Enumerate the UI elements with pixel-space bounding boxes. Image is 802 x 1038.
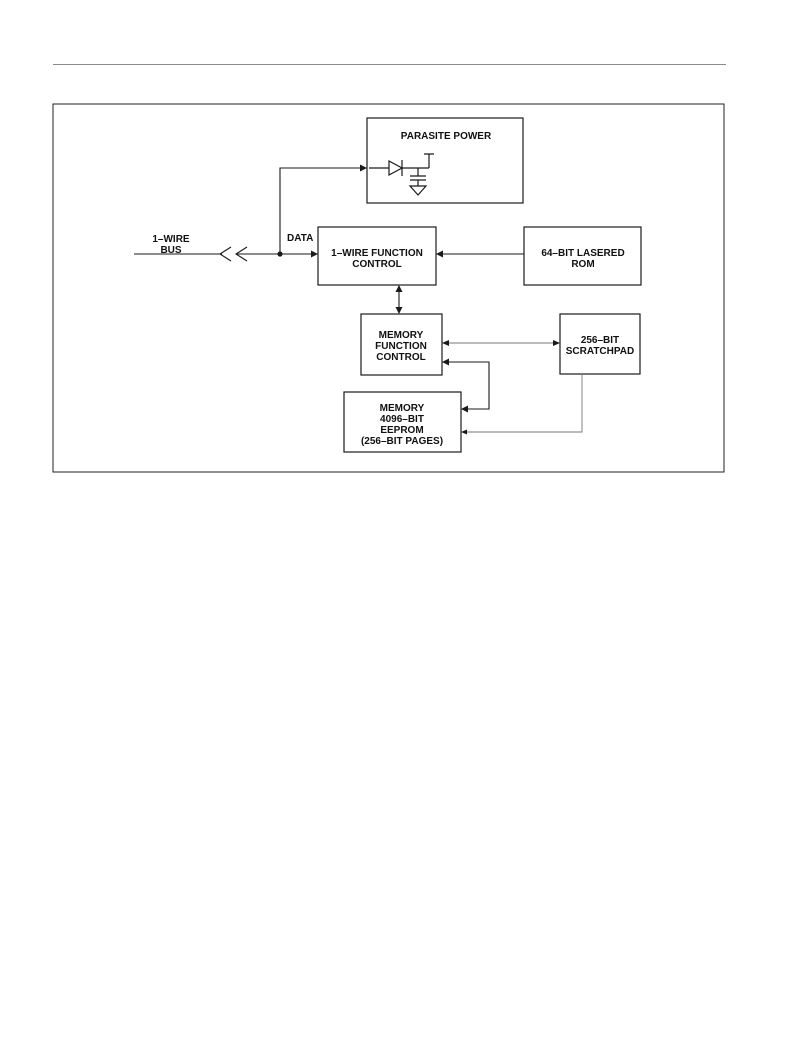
eeprom-block	[343, 391, 462, 453]
scratchpad-label-line2: SCRATCHPAD	[566, 346, 635, 357]
parasite-power-label: PARASITE POWER	[401, 131, 492, 142]
arrow-right-scratchpad	[553, 340, 560, 346]
eeprom-label-line4: (256–BIT PAGES)	[361, 436, 443, 447]
eeprom-label-line3: EEPROM	[380, 425, 423, 436]
memory-function-control-label-line2: FUNCTION	[375, 341, 427, 352]
arrow-down-memory-control	[395, 307, 403, 314]
lasered-rom-block	[523, 226, 642, 286]
bus-label-line2: BUS	[160, 245, 181, 256]
capacitor-icon	[408, 168, 428, 196]
wire-scratchpad-to-eeprom	[465, 374, 583, 433]
eeprom-label-line2: 4096–BIT	[380, 414, 424, 425]
arrow-up-function	[395, 285, 403, 292]
diagram-frame	[52, 103, 725, 473]
eeprom-label-line1: MEMORY	[380, 403, 425, 414]
lasered-rom-label-line1: 64–BIT LASERED	[541, 248, 624, 259]
wire-function-control-label-line2: CONTROL	[352, 259, 401, 270]
memory-function-control-label-line1: MEMORY	[379, 330, 424, 341]
arrow-rom-to-function	[436, 250, 443, 258]
arrow-to-memory-control-from-eeprom	[442, 358, 449, 366]
arrow-to-eeprom	[461, 405, 468, 413]
parasite-power-block	[366, 117, 524, 204]
bus-label-line1: 1–WIRE	[152, 234, 190, 245]
header-rule	[53, 64, 726, 65]
wire-function-control-label-line1: 1–WIRE FUNCTION	[331, 248, 423, 259]
wire-memory-control-to-eeprom	[446, 361, 490, 410]
arrow-to-wire-function	[311, 250, 318, 258]
scratchpad-block	[559, 313, 641, 375]
diode-icon	[369, 153, 434, 177]
memory-function-control-block	[360, 313, 443, 376]
arrow-scratchpad-to-eeprom	[461, 429, 467, 435]
memory-function-control-label-line3: CONTROL	[376, 352, 425, 363]
wire-to-parasite-power	[279, 167, 364, 254]
arrow-to-parasite-power	[360, 164, 367, 172]
data-label: DATA	[287, 233, 313, 244]
wire-function-control-block	[317, 226, 437, 286]
bus-connector-chevron-left	[218, 246, 232, 262]
scratchpad-label-line1: 256–BIT	[581, 335, 619, 346]
lasered-rom-label-line2: ROM	[571, 259, 594, 270]
arrow-left-memory-control	[442, 340, 449, 346]
